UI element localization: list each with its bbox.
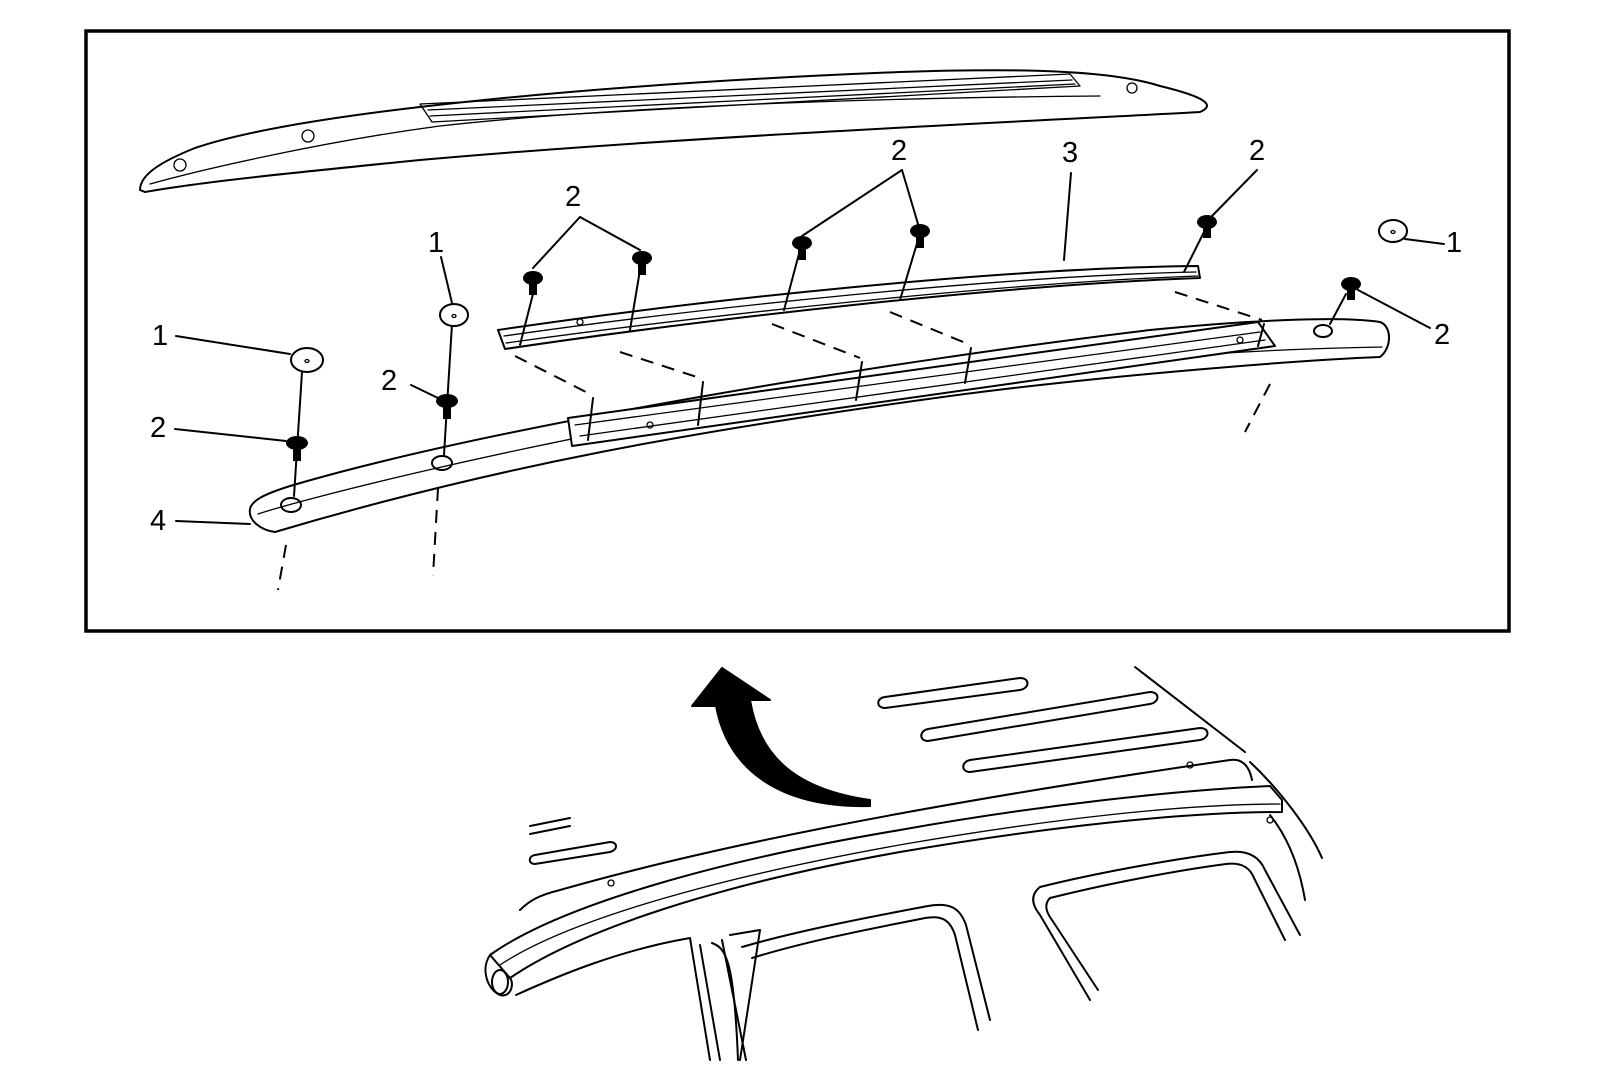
bolt-icon — [632, 251, 652, 275]
callout-leaders — [174, 169, 1445, 525]
bolt-icon — [1341, 277, 1361, 300]
vehicle-roof — [484, 666, 1323, 1061]
curved-arrow-icon — [691, 667, 871, 808]
callout-bolt-pair-b: 2 — [891, 135, 907, 167]
callout-cap-mid: 1 — [428, 227, 444, 259]
callout-bolt-right-end: 2 — [1434, 319, 1450, 351]
callout-bolt-right-top: 2 — [1249, 135, 1265, 167]
cap-icon — [1378, 219, 1408, 243]
bolt-icon — [1197, 215, 1217, 238]
rail-cover — [139, 69, 1208, 193]
callout-bolt-pair-a: 2 — [565, 181, 581, 213]
cap-icon — [439, 303, 469, 327]
bolt-icon — [436, 394, 458, 419]
alignment-lines — [277, 291, 1271, 591]
bolt-icon — [523, 271, 543, 295]
bolt-icon — [792, 236, 812, 260]
callout-rail-base: 4 — [150, 505, 166, 537]
callout-channel: 3 — [1062, 137, 1078, 169]
callout-cap-left: 1 — [152, 320, 168, 352]
callout-bolt-left-a: 2 — [150, 412, 166, 444]
callout-cap-right: 1 — [1446, 227, 1462, 259]
callout-bolt-left-b: 2 — [381, 365, 397, 397]
bolt-icon — [910, 224, 930, 248]
cap-icon — [290, 347, 324, 373]
channel-strip — [497, 265, 1201, 350]
rail-base — [248, 318, 1390, 533]
bolt-icon — [286, 436, 308, 461]
detail-frame — [84, 29, 1511, 633]
fastener-axis-lines — [293, 229, 1347, 497]
